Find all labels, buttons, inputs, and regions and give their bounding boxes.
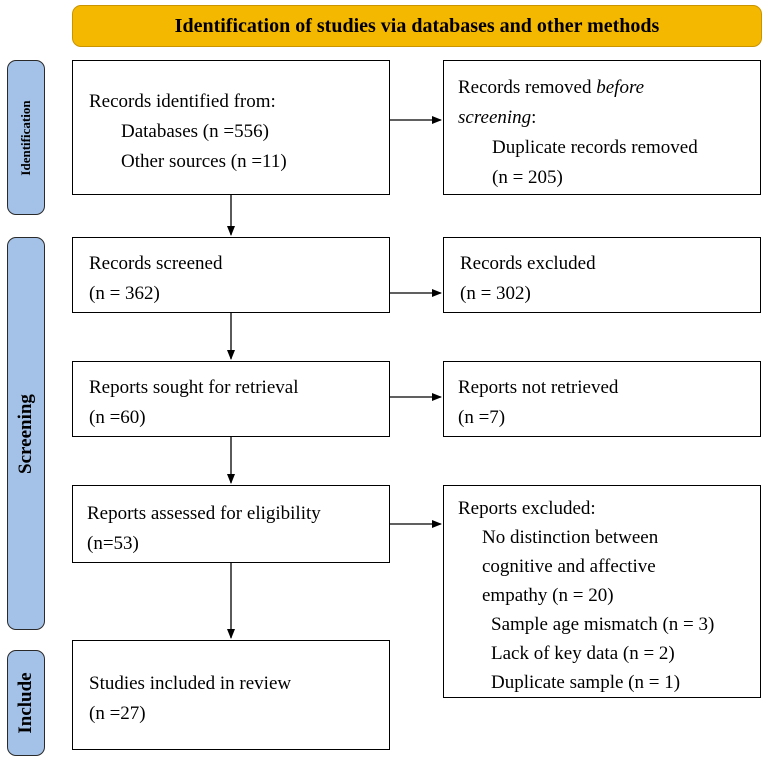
reason-sample-age: Sample age mismatch (n = 3) (491, 614, 715, 635)
records-identified-box: Records identified from: Databases (n =5… (72, 60, 390, 195)
reports-not-retrieved-box: Reports not retrieved (n =7) (443, 361, 761, 437)
reports-sought-title: Reports sought for retrieval (89, 377, 299, 398)
records-excluded-box: Records excluded (n = 302) (443, 237, 761, 313)
records-removed-line1: Records removed before (458, 77, 645, 98)
other-sources-count: Other sources (n =11) (121, 151, 287, 172)
reason-duplicate-sample: Duplicate sample (n = 1) (491, 672, 681, 693)
reports-assessed-box: Reports assessed for eligibility (n=53) (72, 485, 390, 563)
phase-identification: Identification (7, 60, 45, 215)
reports-sought-count: (n =60) (89, 407, 146, 428)
records-removed-box: Records removed before screening: Duplic… (443, 60, 761, 195)
duplicate-records-count: (n = 205) (492, 167, 563, 188)
records-identified-title: Records identified from: (89, 91, 276, 112)
screening-emphasis: screening (458, 107, 532, 128)
records-screened-box: Records screened (n = 362) (72, 237, 390, 313)
reason-no-distinction-2: cognitive and affective (482, 556, 656, 577)
duplicate-records-removed: Duplicate records removed (492, 137, 698, 158)
phase-screening: Screening (7, 237, 45, 630)
header-title: Identification of studies via databases … (174, 14, 660, 37)
reason-no-distinction-1: No distinction between (482, 527, 659, 548)
records-removed-line2: screening: (458, 107, 537, 128)
reports-not-retrieved-title: Reports not retrieved (458, 377, 619, 398)
studies-included-box: Studies included in review (n =27) (72, 640, 390, 750)
reports-excluded-title: Reports excluded: (458, 498, 596, 519)
reports-sought-box: Reports sought for retrieval (n =60) (72, 361, 390, 437)
reports-excluded-box: Reports excluded: No distinction between… (443, 485, 761, 698)
records-excluded-count: (n = 302) (460, 283, 531, 304)
reason-key-data: Lack of key data (n = 2) (491, 643, 675, 664)
studies-included-count: (n =27) (89, 703, 146, 724)
records-excluded-title: Records excluded (460, 253, 596, 274)
reason-no-distinction-3: empathy (n = 20) (482, 585, 614, 606)
reports-assessed-title: Reports assessed for eligibility (87, 503, 321, 524)
phase-include: Include (7, 650, 45, 756)
header-banner: Identification of studies via databases … (72, 5, 762, 47)
reports-assessed-count: (n=53) (87, 533, 139, 554)
records-screened-count: (n = 362) (89, 283, 160, 304)
records-screened-title: Records screened (89, 253, 223, 274)
databases-count: Databases (n =556) (121, 121, 269, 142)
before-emphasis: before (596, 77, 645, 98)
studies-included-title: Studies included in review (89, 673, 292, 694)
reports-not-retrieved-count: (n =7) (458, 407, 506, 428)
